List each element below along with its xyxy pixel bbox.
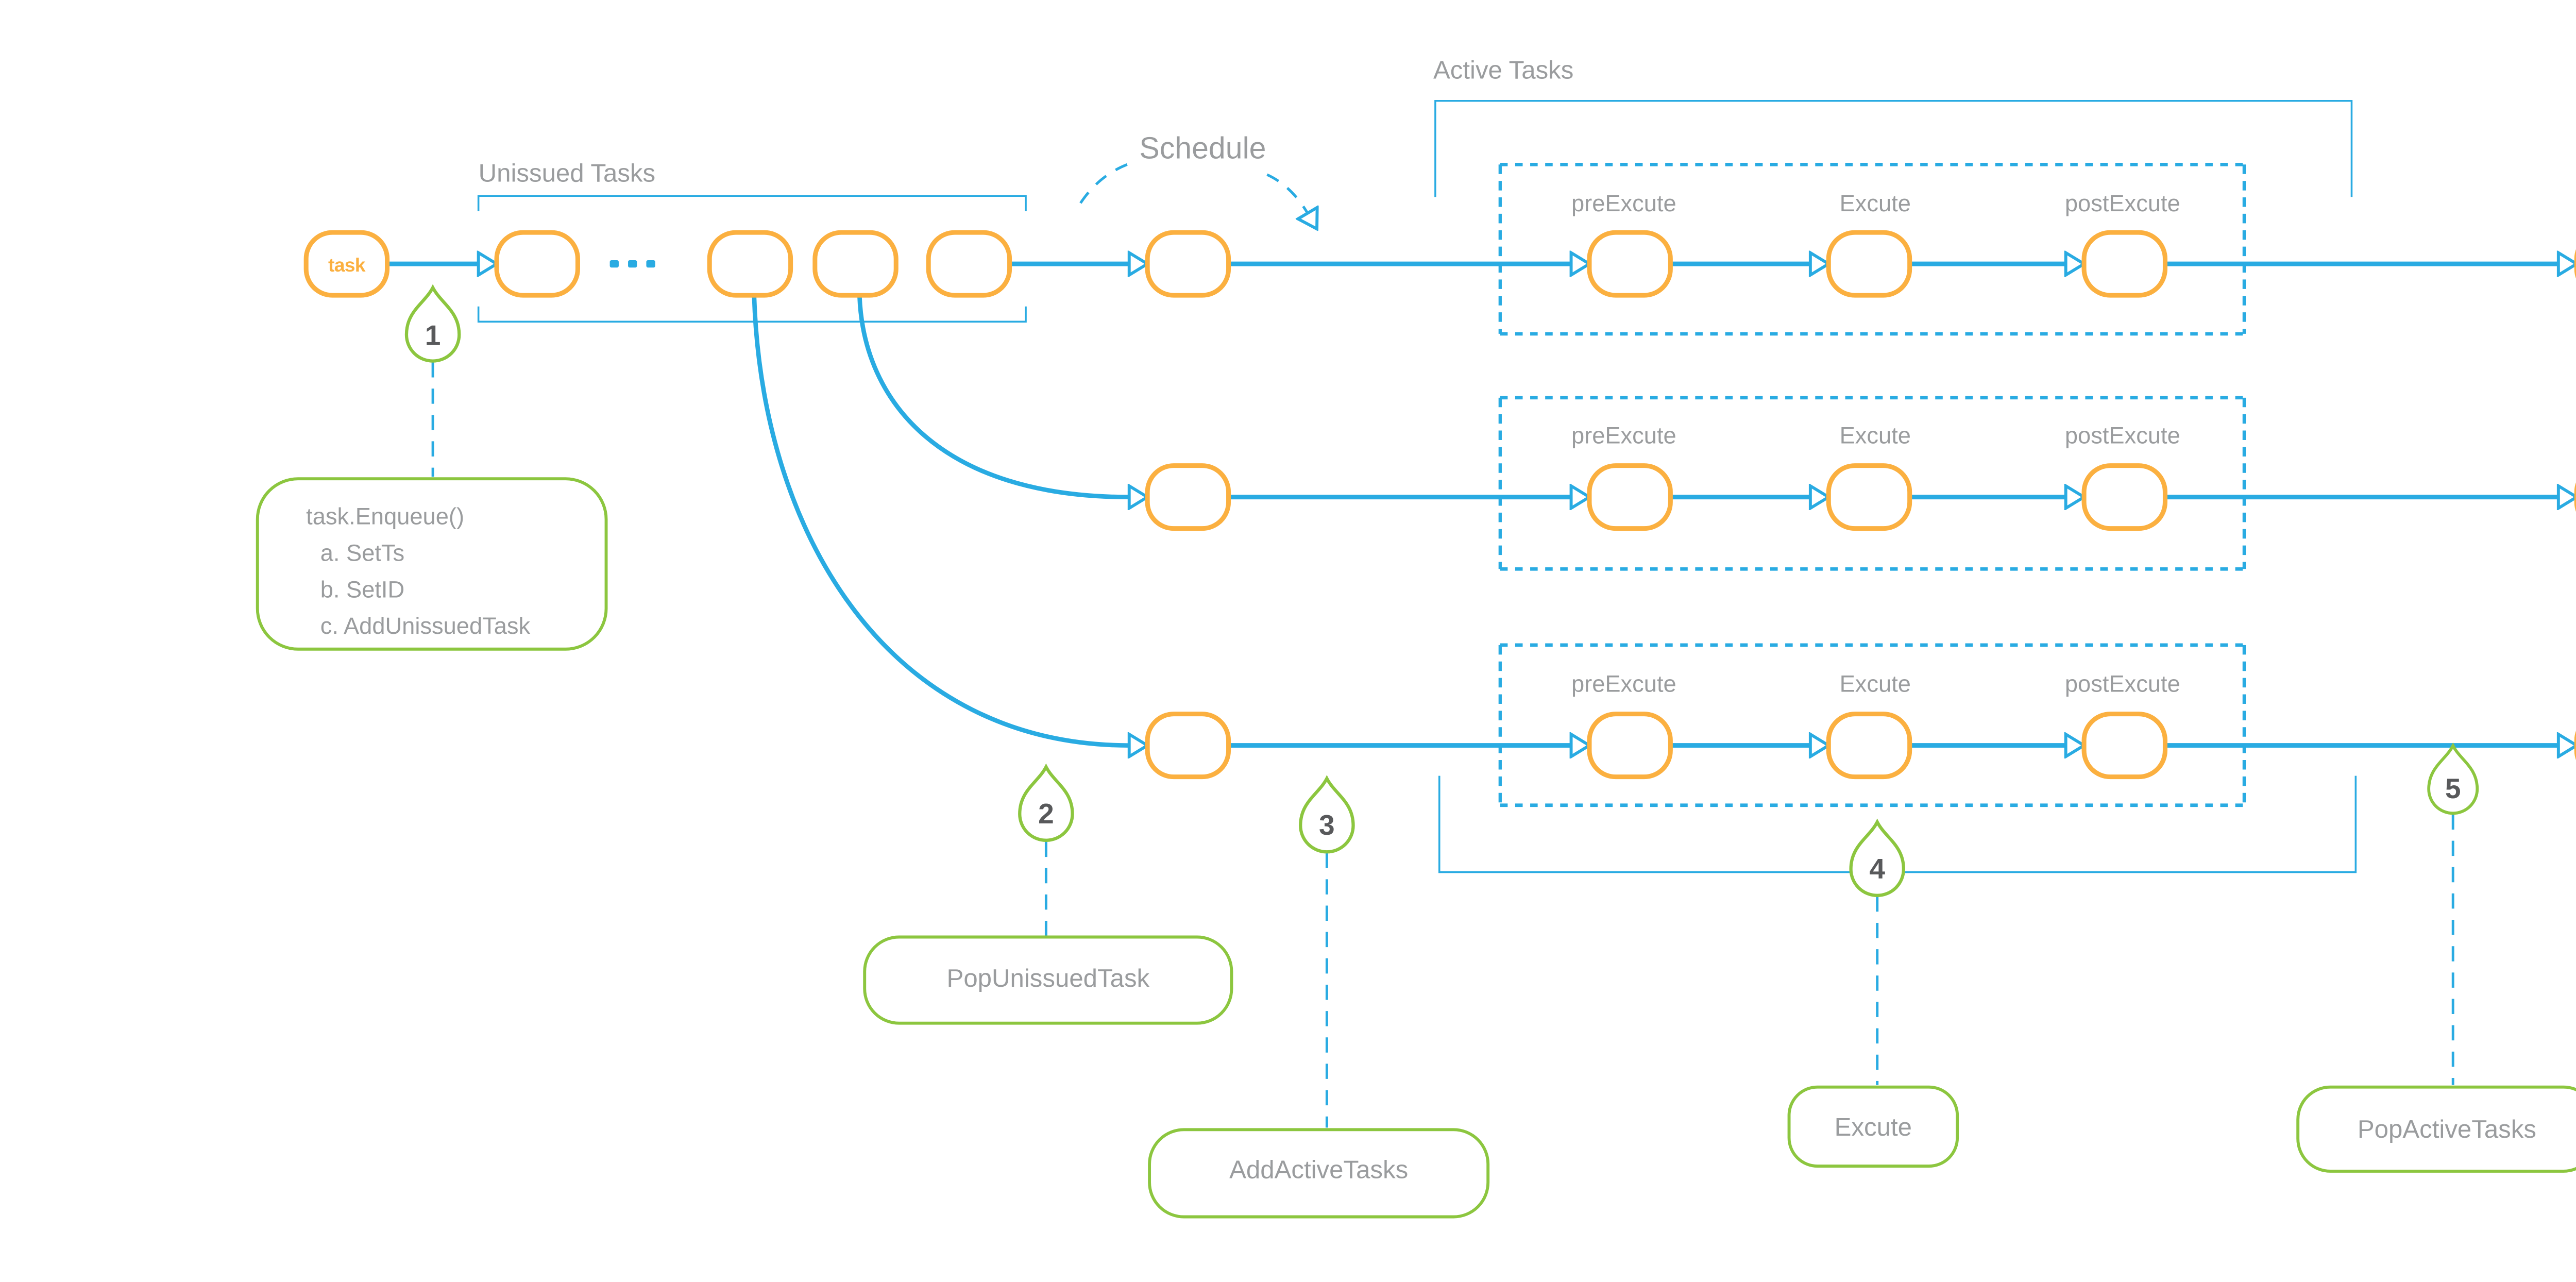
marker-3-number: 3 [1319, 809, 1335, 841]
post-excute-label: postExcute [2065, 670, 2180, 697]
excute-label: Excute [1840, 670, 1911, 697]
active-tasks-top-bracket [1434, 99, 2353, 197]
queue-node-2 [707, 230, 793, 298]
pipeline-box-row2 [1498, 396, 2246, 571]
pre-excute-node-row1 [1587, 230, 1673, 298]
task-node [303, 230, 390, 298]
stage-labels-row2: preExcute Excute postExcute [1571, 422, 2180, 448]
queue-node-1 [494, 230, 580, 298]
add-active-label: AddActiveTasks [1229, 1156, 1408, 1184]
pipeline-box-row1 [1498, 162, 2246, 336]
unissued-bottom-bracket [477, 306, 1027, 323]
pop-unissued-box [863, 935, 1233, 1025]
callout-add-active: AddActiveTasks [1148, 1128, 1490, 1219]
excute-label: Excute [1840, 422, 1911, 448]
enqueue-line-2: a. SetTs [320, 540, 404, 566]
enqueue-line-1: task.Enqueue() [306, 503, 464, 530]
queue-node-3 [812, 230, 899, 298]
schedule-node-row2 [1145, 463, 1231, 531]
enqueue-callout-box [256, 477, 608, 651]
flow-arrows [387, 264, 2558, 746]
task-node-label: task [328, 254, 366, 276]
nodes: task [303, 230, 2576, 780]
pre-excute-label: preExcute [1571, 422, 1676, 448]
enqueue-line-4: c. AddUnissuedTask [320, 613, 531, 639]
pre-excute-label: preExcute [1571, 190, 1676, 216]
schedule-arc-left [1079, 163, 1128, 204]
enqueue-line-3: b. SetID [320, 576, 404, 602]
unissued-tasks-label: Unissued Tasks [479, 159, 655, 188]
excute-node-row3 [1826, 712, 1912, 780]
unissued-top-bracket [477, 195, 1027, 211]
callout-enqueue: task.Enqueue() a. SetTs b. SetID c. AddU… [256, 477, 608, 651]
add-active-box [1148, 1128, 1490, 1219]
excute-callout-label: Excute [1835, 1113, 1912, 1141]
pre-excute-label: preExcute [1571, 670, 1676, 697]
post-excute-label: postExcute [2065, 190, 2180, 216]
callout-excute: Excute [1787, 1085, 1959, 1168]
post-excute-node-row3 [2081, 712, 2167, 780]
marker-4-number: 4 [1869, 852, 1885, 884]
excute-node-row1 [1826, 230, 1912, 298]
callout-pop-unissued: PopUnissuedTask [863, 935, 1233, 1025]
schedule-node-row3 [1145, 712, 1231, 780]
curve-queue-to-row3 [752, 296, 1129, 746]
marker-1-number: 1 [425, 319, 441, 351]
pipeline-box-row3 [1498, 643, 2246, 807]
pop-active-label: PopActiveTasks [2358, 1115, 2536, 1143]
marker-5-number: 5 [2445, 772, 2461, 804]
pre-excute-node-row3 [1587, 712, 1673, 780]
stage-labels-row3: preExcute Excute postExcute [1571, 670, 2180, 697]
pop-active-box [2296, 1085, 2576, 1173]
marker-2-number: 2 [1038, 798, 1054, 830]
callout-pop-active: PopActiveTasks [2296, 1085, 2576, 1173]
post-excute-node-row2 [2081, 463, 2167, 531]
queue-node-4 [926, 230, 1012, 298]
excute-box [1787, 1085, 1959, 1168]
pre-excute-node-row2 [1587, 463, 1673, 531]
curve-queue-to-row2 [857, 296, 1129, 497]
excute-node-row2 [1826, 463, 1912, 531]
post-excute-node-row1 [2081, 230, 2167, 298]
queue-ellipsis-icon [609, 260, 655, 268]
schedule-arc-arrow [1266, 173, 1308, 213]
schedule-label: Schedule [1139, 131, 1266, 165]
post-excute-label: postExcute [2065, 422, 2180, 448]
schedule-node-row1 [1145, 230, 1231, 298]
stage-labels-row1: preExcute Excute postExcute [1571, 190, 2180, 216]
active-tasks-label: Active Tasks [1433, 56, 1573, 84]
pop-unissued-label: PopUnissuedTask [947, 964, 1150, 992]
callout-markers: 1 2 3 4 5 [406, 288, 2477, 1128]
excute-label: Excute [1840, 190, 1911, 216]
